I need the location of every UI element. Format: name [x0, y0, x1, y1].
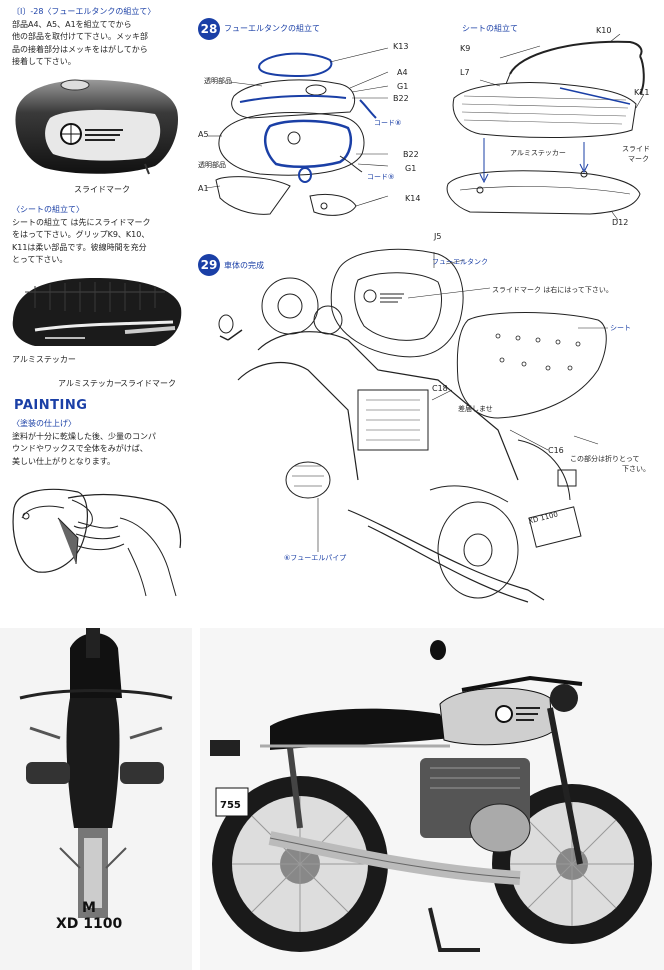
- instruction-line: 塗料が十分に乾燥した後、少量のコンパ: [12, 431, 156, 441]
- seat-alumi-label-1: アルミステッカー: [12, 355, 76, 364]
- step-29-badge: 29: [198, 254, 220, 276]
- instruction-line: 部品A4、A5、A1を組立てでから: [12, 19, 132, 29]
- step-28-title: フューエルタンクの組立て: [224, 24, 320, 33]
- instruction-line: をはって下さい。グリップK9、K10、: [12, 230, 150, 239]
- label-seat: シート: [610, 324, 631, 332]
- label-toumei-2: 透明部品: [198, 161, 226, 169]
- label-cut-note-2: 下さい。: [622, 465, 650, 473]
- instruction-line: シートの組立て は先にスライドマーク: [12, 217, 151, 227]
- label-c16: C16: [548, 446, 564, 455]
- label-fuel-tank: フューエルタンク: [432, 258, 488, 266]
- label-k11: K11: [634, 88, 650, 97]
- seat-slide-label: スライドマーク: [120, 379, 176, 388]
- label-cut-note-1: この部分は折りとって: [570, 455, 640, 463]
- label-c18: C18: [432, 384, 448, 393]
- label-k14: K14: [405, 194, 421, 203]
- instruction-line: 美しい仕上がりとなります。: [12, 456, 115, 466]
- instruction-line: 品の接着部分はメッキをはがしてから: [12, 44, 148, 54]
- painting-subtitle: 〈塗装の仕上げ〉: [12, 419, 76, 428]
- tank-slide-mark-label: スライドマーク: [74, 185, 130, 194]
- label-k9: K9: [460, 44, 471, 53]
- label-g1b: G1: [405, 164, 417, 173]
- label-a4: A4: [397, 68, 408, 77]
- label-sashi: 差届しませ: [458, 405, 493, 413]
- seat-step-title: シートの組立て: [462, 24, 518, 33]
- instruction-line: 接着して下さい。: [12, 57, 76, 66]
- label-alumi-sticker: アルミステッカー: [510, 149, 566, 157]
- side-plate-number: 755: [220, 800, 241, 811]
- seat-alumi-label-2: アルミステッカー: [58, 379, 122, 388]
- label-fuel-pipe: ⑥フューエルパイプ: [284, 554, 347, 562]
- label-l7: L7: [460, 68, 470, 77]
- side-view-photo: 755: [200, 628, 664, 970]
- label-a1: A1: [198, 184, 209, 193]
- instruction-line: 他の部品を取付けて下さい。メッキ部: [12, 32, 148, 41]
- label-slide-mark-1: スライド: [622, 145, 650, 153]
- instruction-line: K11は柔い部品です。彼線時間を充分: [12, 242, 147, 252]
- seat-photo: [12, 278, 182, 346]
- label-cord-8: コード⑧: [374, 119, 402, 127]
- instruction-line: ウンドやワックスで全体をみがけば、: [12, 444, 148, 453]
- instruction-title: 〈シートの組立て〉: [12, 205, 84, 214]
- painting-heading: PAINTING: [14, 398, 88, 413]
- motorcycle-assembly-diagram: [218, 248, 608, 603]
- label-b22a: B22: [393, 94, 409, 103]
- label-cord-9: コード⑨: [367, 173, 395, 181]
- label-b22b: B22: [403, 150, 419, 159]
- label-k13: K13: [393, 42, 409, 51]
- label-a5: A5: [198, 130, 209, 139]
- instruction-line: とって下さい。: [12, 255, 68, 264]
- instruction-line: 〔Ⅰ〕-28〈フューエルタンクの組立て〉: [12, 7, 156, 16]
- fuel-tank-photo: [15, 79, 179, 175]
- fuel-tank-assembly-diagram: [205, 47, 389, 216]
- polishing-hand-illustration: [12, 488, 182, 597]
- seat-assembly-diagram: [446, 34, 645, 221]
- label-toumei-1: 透明部品: [204, 77, 232, 85]
- rear-view-photo: M XD 1100: [0, 628, 192, 970]
- label-j5: J5: [434, 232, 442, 241]
- label-d12: D12: [612, 218, 629, 227]
- step-28-badge: 28: [198, 18, 220, 40]
- label-slide-mark-right: スライドマーク は右にはって下さい。: [492, 286, 613, 294]
- painting-instructions: 〈塗装の仕上げ〉 塗料が十分に乾燥した後、少量のコンパ ウンドやワックスで全体を…: [12, 418, 187, 468]
- step-29-title: 車体の完成: [224, 261, 264, 270]
- seat-instructions: 〈シートの組立て〉 シートの組立て は先にスライドマーク をはって下さい。グリッ…: [12, 204, 182, 267]
- front-plate-number: XD 1100: [56, 916, 123, 932]
- label-slide-mark-2: マーク: [628, 155, 649, 163]
- fuel-tank-instructions: 〔Ⅰ〕-28〈フューエルタンクの組立て〉 部品A4、A5、A1を組立てでから 他…: [12, 6, 182, 69]
- label-g1a: G1: [397, 82, 409, 91]
- label-k10: K10: [596, 26, 612, 35]
- front-plate-letter: M: [82, 900, 96, 916]
